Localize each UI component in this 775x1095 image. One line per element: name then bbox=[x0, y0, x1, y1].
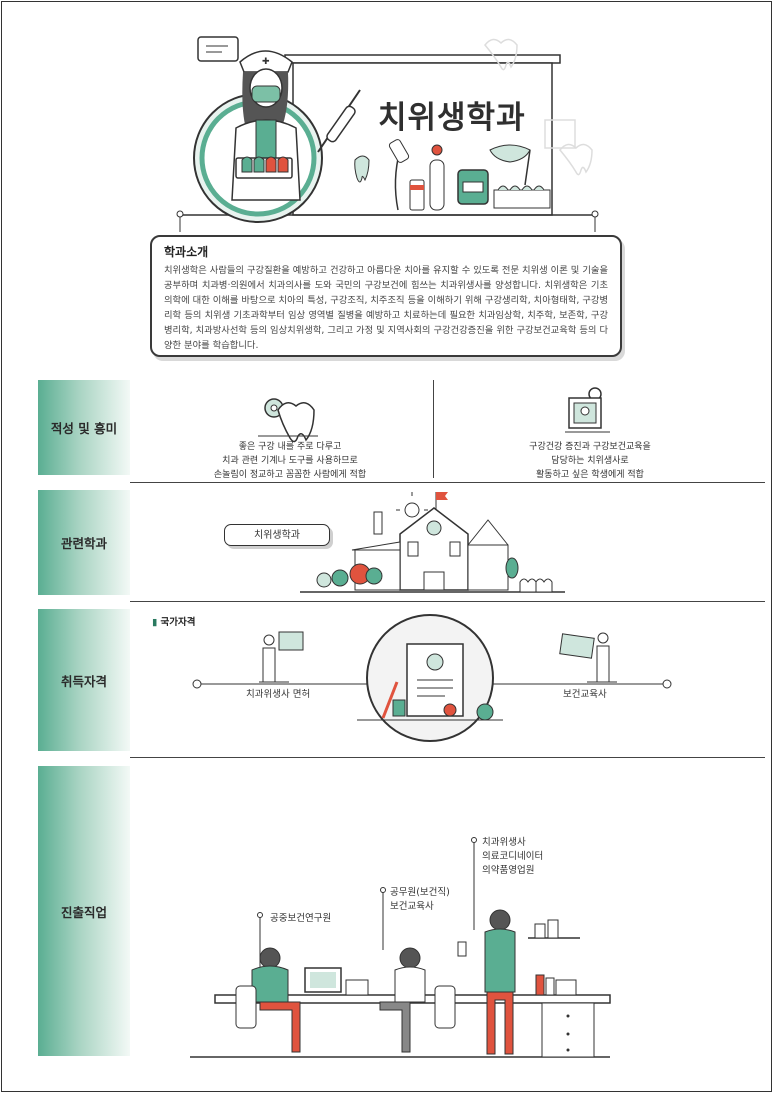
intro-box: 학과소개 치위생학은 사람들의 구강질환을 예방하고 건강하고 아름다운 치아를… bbox=[150, 235, 622, 357]
section-label-license: 취득자격 bbox=[38, 609, 130, 751]
related-dept-pill: 치위생학과 bbox=[224, 524, 330, 546]
license-illustration bbox=[192, 614, 672, 742]
divider bbox=[130, 757, 765, 758]
divider bbox=[130, 601, 765, 602]
svg-text:✚: ✚ bbox=[262, 57, 270, 67]
job-title: 의료코디네이터 bbox=[482, 851, 544, 862]
divider bbox=[130, 482, 765, 483]
job-group-1: 공중보건연구원 bbox=[270, 912, 331, 926]
intro-body: 치위생학은 사람들의 구강질환을 예방하고 건강하고 아름다운 치아를 유지할 … bbox=[164, 265, 608, 351]
caption-line: 활동하고 싶은 학생에게 적합 bbox=[536, 470, 644, 480]
gear-tooth-icon bbox=[258, 398, 318, 443]
job-title: 치과위생사 bbox=[482, 837, 526, 848]
license-right-label: 보건교육사 bbox=[563, 689, 607, 700]
job-title: 보건교육사 bbox=[390, 901, 434, 912]
nurse-cap-icon bbox=[239, 50, 293, 73]
section-label-aptitude: 적성 및 흥미 bbox=[38, 380, 130, 475]
office-illustration bbox=[190, 837, 611, 1058]
divider bbox=[433, 380, 434, 478]
speech-bubble-icon bbox=[197, 36, 239, 62]
career-label: 진출직업 bbox=[60, 904, 107, 920]
caption-line: 좋은 구강 내를 주로 다루고 bbox=[238, 442, 342, 452]
mask-icon bbox=[251, 85, 281, 103]
caption-line: 담당하는 치위생사로 bbox=[551, 456, 629, 466]
job-group-2: 공무원(보건직) 보건교육사 bbox=[390, 886, 450, 914]
job-title: 의약품영업원 bbox=[482, 865, 535, 876]
license-left-label: 치과위생사 면허 bbox=[246, 689, 311, 700]
section-label-career: 진출직업 bbox=[38, 766, 130, 1056]
page-title: 치위생학과 bbox=[378, 100, 526, 136]
screen-roll bbox=[284, 54, 561, 64]
job-group-3: 치과위생사 의료코디네이터 의약품영업원 bbox=[482, 836, 543, 878]
hero-art: ✚ bbox=[176, 36, 599, 232]
aptitude-left-text: 좋은 구강 내를 주로 다루고 치과 관련 기계나 도구를 사용하므로 손놀림이… bbox=[180, 440, 400, 482]
section-label-related: 관련학과 bbox=[38, 490, 130, 595]
job-title: 공중보건연구원 bbox=[270, 913, 332, 924]
bookmark-icon: ▮ bbox=[152, 617, 158, 628]
hero-illustration: ✚ 치위생학과 bbox=[0, 0, 775, 240]
license-label: 취득자격 bbox=[60, 673, 107, 689]
caption-line: 손놀림이 정교하고 꼼꼼한 사람에게 적합 bbox=[213, 470, 367, 480]
badge-label: 국가자격 bbox=[160, 617, 196, 628]
related-label: 관련학과 bbox=[60, 536, 107, 551]
caption-line: 구강건강 증진과 구강보건교육을 bbox=[529, 442, 651, 452]
aptitude-label: 적성 및 흥미 bbox=[50, 421, 118, 436]
certificate-board-icon bbox=[565, 387, 610, 433]
aptitude-right-text: 구강건강 증진과 구강보건교육을 담당하는 치위생사로 활동하고 싶은 학생에게… bbox=[490, 440, 690, 482]
intro-heading: 학과소개 bbox=[164, 245, 209, 259]
campus-illustration bbox=[300, 492, 565, 593]
national-license-badge: ▮ 국가자격 bbox=[152, 614, 196, 628]
job-title: 공무원(보건직) bbox=[390, 887, 450, 898]
caption-line: 치과 관련 기계나 도구를 사용하므로 bbox=[222, 456, 358, 466]
